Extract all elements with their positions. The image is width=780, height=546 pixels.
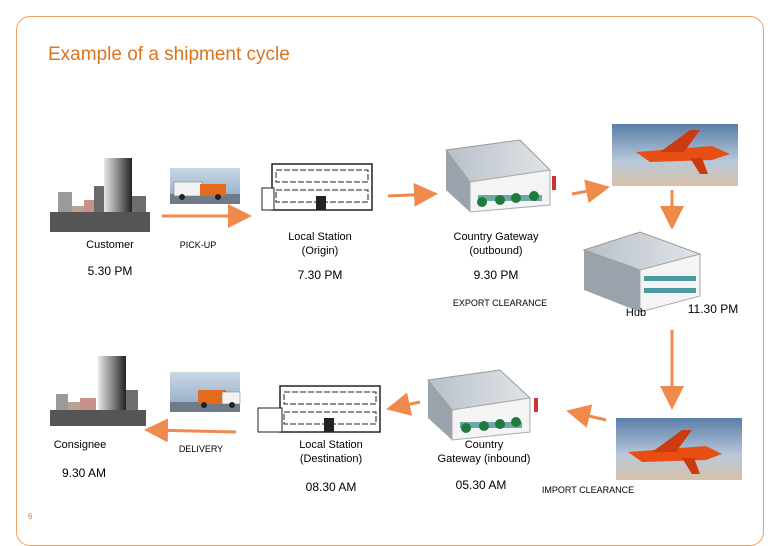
destination-station-label: Local Station (Destination) [299, 439, 363, 465]
origin-station-label: Local Station (Origin) [288, 231, 352, 257]
inbound-gateway-time: 05.30 AM [455, 478, 507, 492]
inbound-gateway-icon [427, 369, 538, 441]
inbound-plane-icon [616, 418, 742, 480]
hub-building-icon [582, 231, 702, 313]
hub-time: 11.30 PM [687, 302, 739, 316]
hub-label: Hub [625, 307, 647, 319]
outbound-gateway-label: Country Gateway (outbound) [453, 231, 539, 257]
customer-time: 5.30 PM [87, 264, 133, 278]
consignee-time: 9.30 AM [61, 466, 107, 480]
customer-label: Customer [86, 239, 134, 251]
delivery-van-icon [170, 372, 241, 412]
consignee-label: Consignee [53, 439, 107, 451]
origin-station-time: 7.30 PM [297, 268, 343, 282]
customer-city-icon [50, 158, 150, 232]
consignee-city-icon [50, 356, 146, 426]
origin-station-icon [261, 163, 373, 211]
inbound-gateway-label: Country Gateway (inbound) [437, 439, 531, 465]
pickup-label: PICK-UP [179, 240, 217, 250]
destination-station-icon [257, 385, 381, 433]
pickup-van-icon [170, 168, 240, 204]
outbound-gateway-icon [445, 139, 556, 213]
page-number: 6 [28, 512, 33, 521]
export-clearance-label: EXPORT CLEARANCE [452, 298, 548, 308]
import-clearance-label: IMPORT CLEARANCE [541, 485, 635, 495]
slide-title: Example of a shipment cycle [48, 44, 290, 65]
outbound-gateway-time: 9.30 PM [473, 268, 519, 282]
outbound-plane-icon [612, 124, 738, 186]
delivery-label: DELIVERY [178, 444, 224, 454]
destination-station-time: 08.30 AM [305, 480, 357, 494]
